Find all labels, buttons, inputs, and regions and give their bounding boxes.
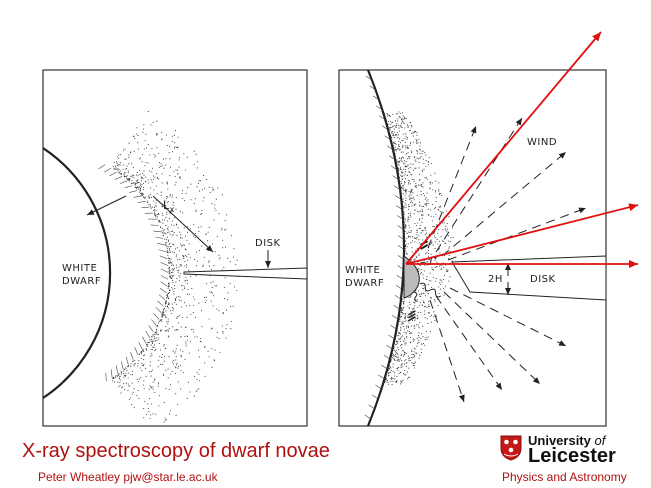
slide-title: X-ray spectroscopy of dwarf novae: [22, 440, 330, 462]
wind-arrow-3: [441, 151, 567, 257]
lx-arrow: [152, 195, 214, 253]
lx-label: Lx: [163, 199, 175, 214]
wind-label: WIND: [527, 137, 557, 148]
lx-label-sub: x: [170, 205, 175, 214]
lx-label-main: L: [163, 199, 170, 212]
scale-height-label: 2H: [488, 274, 503, 285]
wind-arrow-2: [435, 117, 523, 253]
author-line: Peter Wheatley pjw@star.le.ac.uk: [38, 470, 218, 484]
university-line2: Leicester: [528, 445, 616, 467]
wind-arrow-6: [435, 295, 503, 391]
left-limb-arrow: [86, 195, 127, 216]
university-of: of: [594, 433, 606, 448]
university-line1: University of: [528, 433, 605, 448]
right-disk-label: DISK: [530, 274, 556, 285]
left-disk: [183, 267, 308, 280]
left-limb-hatching: [98, 164, 169, 381]
right-panel: WHITE DWARF WIND 2H DISK: [338, 69, 607, 427]
left-panel: WHITE DWARF Lx DISK: [42, 69, 308, 427]
right-white-dwarf-limb: [366, 70, 406, 426]
red-ray-middle: [405, 203, 639, 265]
wind-arrow-8: [449, 287, 567, 347]
department-line: Physics and Astronomy: [502, 470, 627, 484]
wind-arrow-7: [443, 291, 541, 385]
left-white-dwarf-limb: [43, 147, 112, 399]
university-logo-block: University of Leicester: [500, 433, 640, 467]
left-white-label-2: DWARF: [62, 276, 101, 287]
red-rays: [405, 31, 639, 268]
wind-arrow-5: [429, 299, 465, 403]
photon-squiggle-down: [419, 282, 442, 298]
right-disk: [451, 255, 606, 301]
left-white-label-1: WHITE: [62, 263, 97, 274]
university-shield-icon: [500, 435, 522, 461]
right-white-label-1: WHITE: [345, 265, 380, 276]
left-disk-label: DISK: [255, 238, 281, 249]
wind-arrow-4: [447, 207, 587, 261]
photon-blob-lower: [408, 310, 416, 322]
university-word: University: [528, 433, 591, 448]
boundary-layer: [403, 255, 420, 299]
photon-squiggle-low: [413, 291, 418, 302]
red-ray-steep: [405, 31, 602, 265]
right-white-label-2: DWARF: [345, 278, 384, 289]
right-limb-hatching: [364, 70, 405, 420]
